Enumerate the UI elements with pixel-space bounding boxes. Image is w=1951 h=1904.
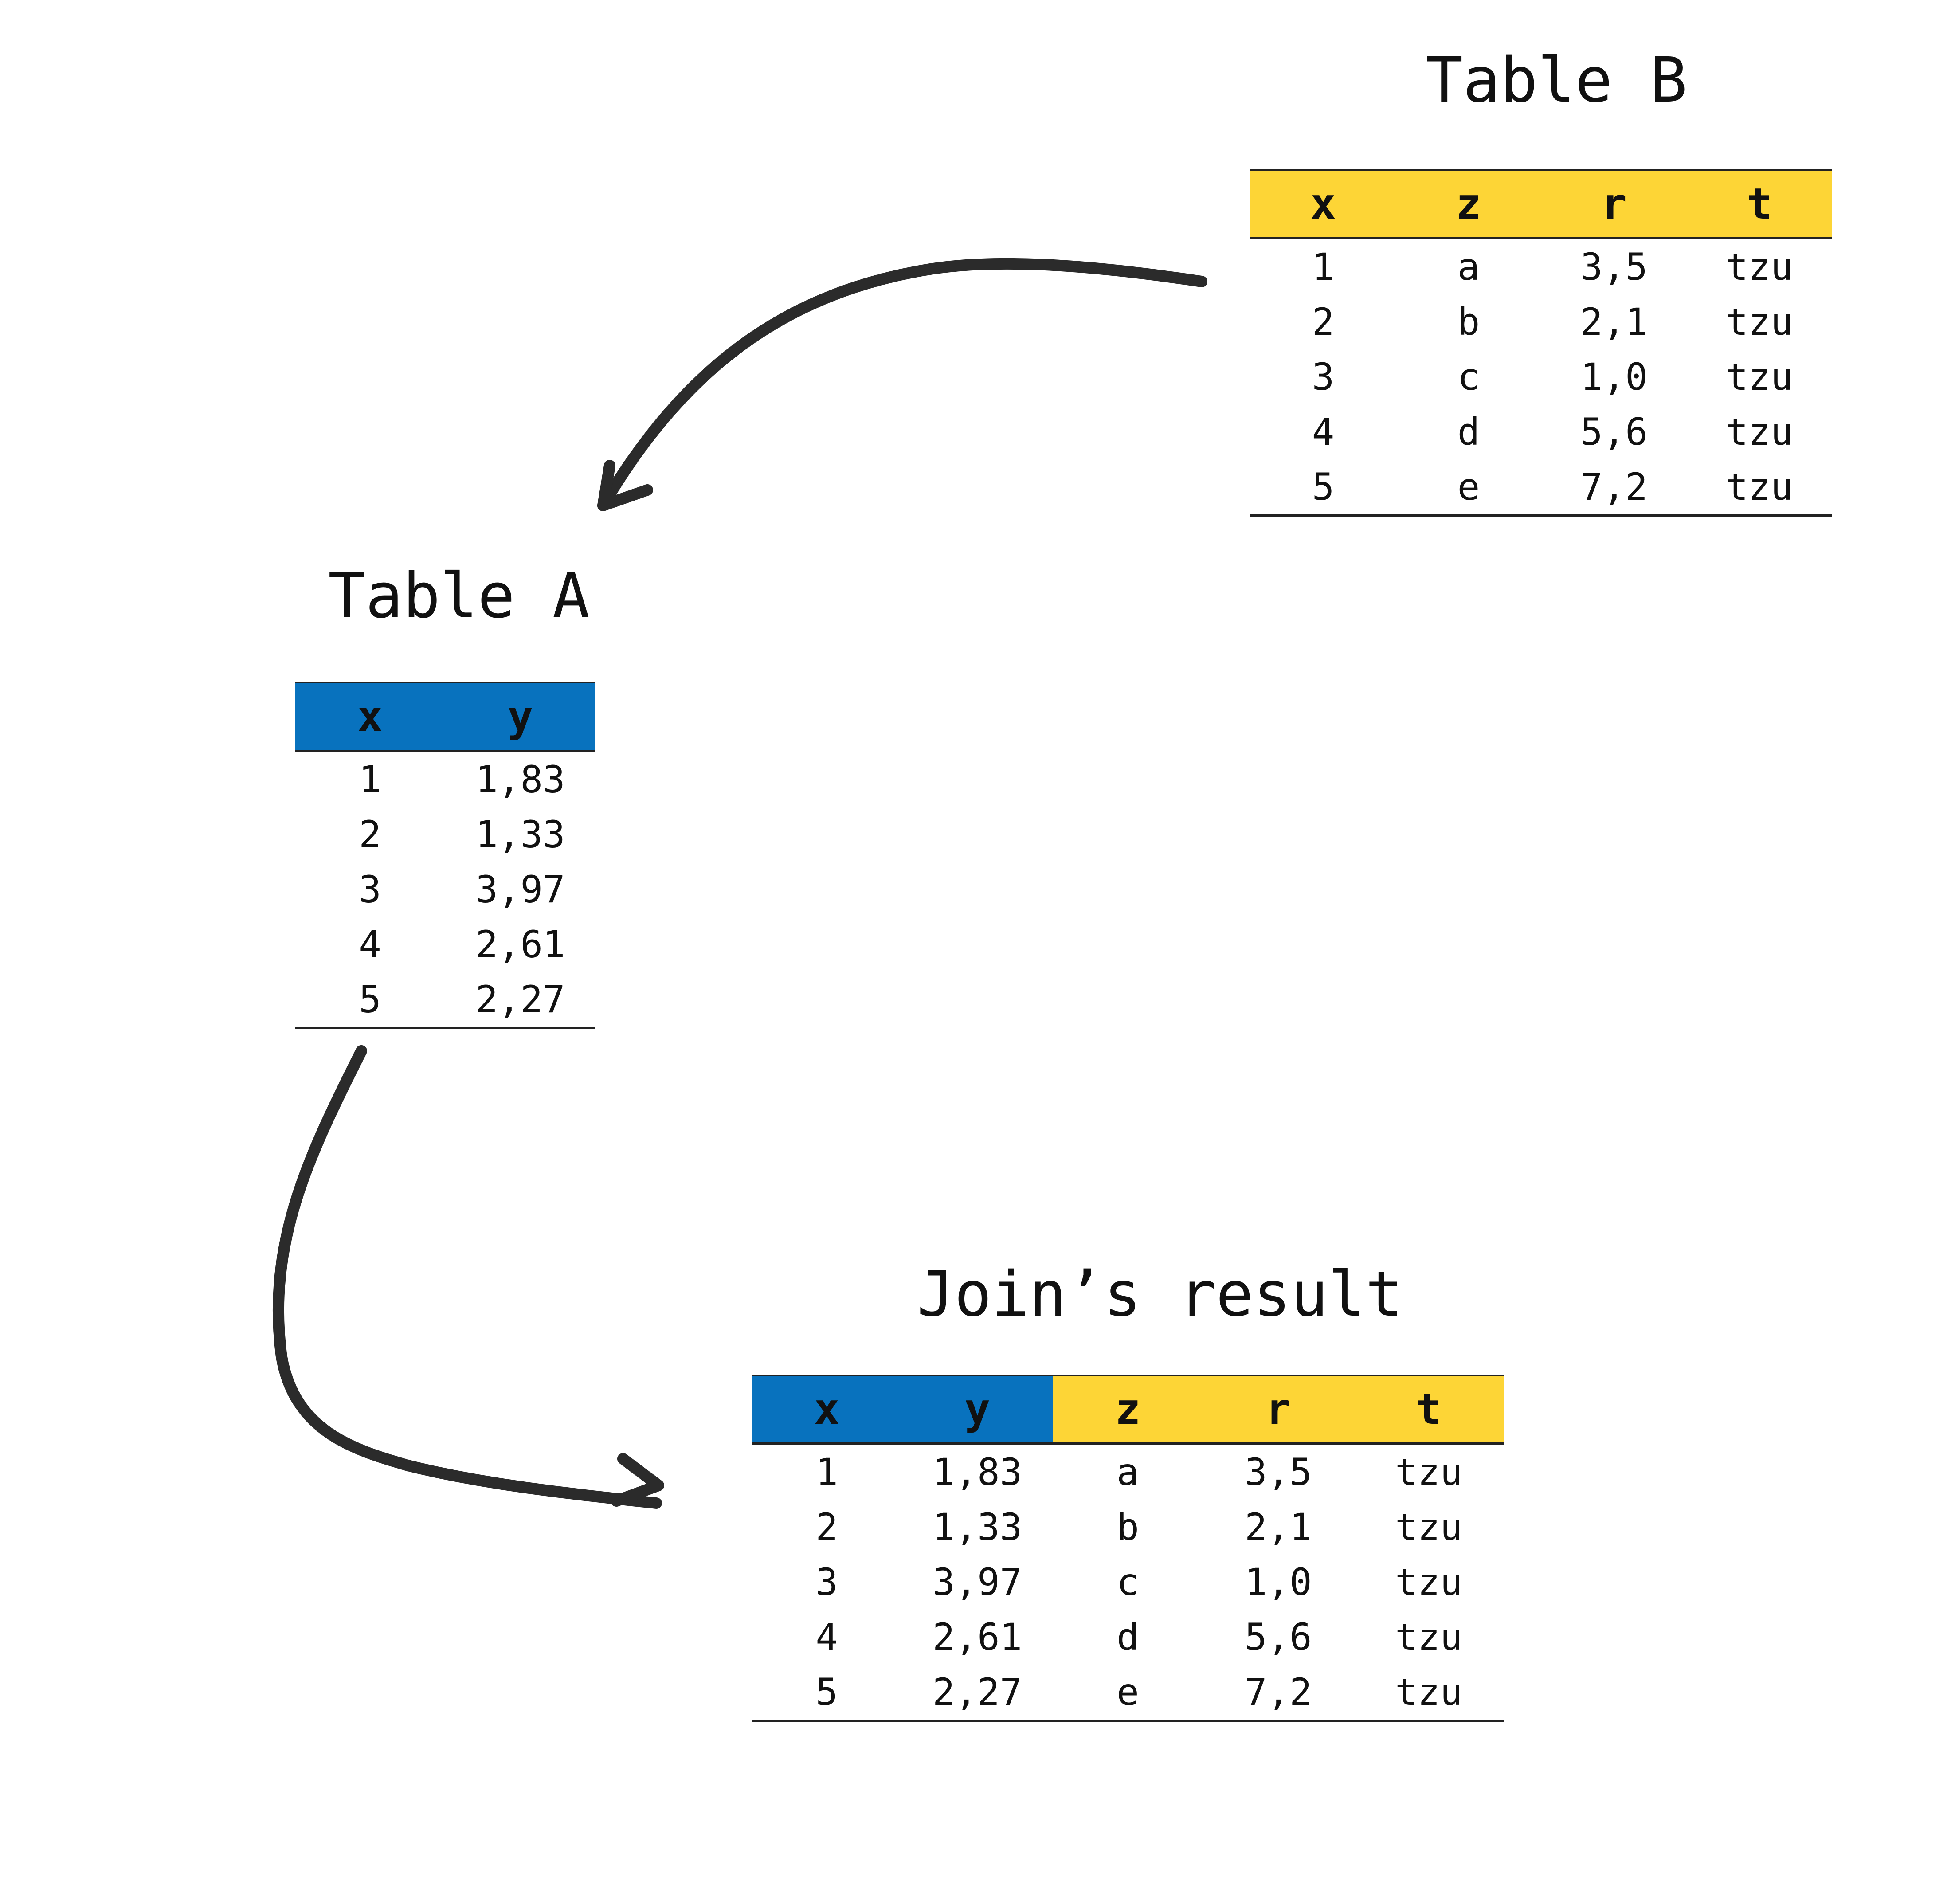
table-a-cell-y: 1,83 [475,758,565,801]
join-result-cell-t: tzu [1395,1450,1463,1494]
table-b-row: 2 b 2,1 tzu [1250,294,1832,349]
join-result-header-r: r [1203,1375,1354,1445]
table-a-title: Table A [328,560,590,632]
table-b-header-row: x z r t [1250,169,1832,239]
join-result-cell-r: 7,2 [1203,1665,1354,1722]
join-result-row: 4 2,61 d 5,6 tzu [752,1610,1504,1665]
table-b-cell-x: 4 [1312,410,1335,454]
table-a-cell-x: 4 [359,923,381,966]
join-result-cell-t: tzu [1395,1505,1463,1549]
table-b-cell-x: 3 [1312,355,1335,399]
table-a-cell-y: 2,61 [475,923,565,966]
join-result-header-row: x y z r t [752,1375,1504,1445]
table-b-row: 4 d 5,6 tzu [1250,404,1832,459]
table-a-cell-x: 2 [359,813,381,856]
table-b-cell-x: 2 [1312,300,1335,344]
join-result-cell-y: 2,61 [932,1615,1023,1659]
table-b-cell-x: 5 [1250,459,1396,517]
join-result-cell-z: b [1117,1505,1139,1549]
table-b-header-x: x [1250,169,1396,239]
arrow-table-a-to-join-result [272,1045,664,1509]
table-a-header-y: y [445,682,595,752]
join-result-cell-t: tzu [1395,1560,1463,1604]
table-a-cell-x: 5 [295,972,445,1029]
join-result-cell-y: 3,97 [932,1560,1023,1604]
table-b-header-r: r [1541,169,1687,239]
table-b-cell-t: tzu [1726,300,1793,344]
join-result-cell-z: a [1117,1450,1139,1494]
join-result-cell-z: e [1052,1665,1203,1722]
join-result-cell-r: 5,6 [1245,1615,1312,1659]
table-b-header-t: t [1687,169,1832,239]
join-result-row: 2 1,33 b 2,1 tzu [752,1500,1504,1555]
join-result-cell-r: 3,5 [1245,1450,1312,1494]
join-result-header-y: y [902,1375,1053,1445]
arrow-table-b-to-table-a [597,258,1207,511]
table-b-cell-x: 1 [1312,245,1335,289]
table-a-cell-y: 2,27 [445,972,595,1029]
join-result-cell-r: 2,1 [1245,1505,1312,1549]
table-b-cell-z: b [1457,300,1480,344]
table-b-cell-z: d [1457,410,1480,454]
table-b-title: Table B [1426,44,1688,117]
join-result-header-t: t [1353,1375,1504,1445]
table-b-cell-z: e [1396,459,1541,517]
table-b-row: 1 a 3,5 tzu [1250,239,1832,295]
table-b-cell-t: tzu [1687,459,1832,517]
table-b-cell-r: 1,0 [1580,355,1648,399]
table-b-row: 3 c 1,0 tzu [1250,349,1832,404]
table-b-cell-r: 2,1 [1580,300,1648,344]
join-result-cell-t: tzu [1353,1665,1504,1722]
join-result-row: 3 3,97 c 1,0 tzu [752,1555,1504,1610]
table-b-cell-z: a [1457,245,1480,289]
table-b-cell-r: 7,2 [1541,459,1687,517]
join-result-cell-x: 1 [815,1450,838,1494]
table-a-cell-y: 1,33 [475,813,565,856]
table-b-cell-z: c [1457,355,1480,399]
join-result-cell-x: 2 [815,1505,838,1549]
join-result-cell-x: 3 [815,1560,838,1604]
join-result-cell-t: tzu [1395,1615,1463,1659]
join-result-table: x y z r t 1 1,83 a 3,5 tzu 2 1,33 b 2,1 tzu 3 3,97 c… [752,1375,1504,1722]
table-a-cell-x: 1 [359,758,381,801]
join-result-cell-x: 5 [752,1665,902,1722]
join-result-cell-y: 1,83 [932,1450,1023,1494]
join-result-cell-z: d [1117,1615,1139,1659]
join-result-title: Join’s result [917,1258,1403,1331]
join-result-cell-y: 2,27 [902,1665,1053,1722]
table-b-header-z: z [1396,169,1541,239]
join-result-header-z: z [1052,1375,1203,1445]
join-result-cell-y: 1,33 [932,1505,1023,1549]
join-result-header-x: x [752,1375,902,1445]
table-a-header-row: x y [295,682,595,752]
table-b-cell-r: 5,6 [1580,410,1648,454]
table-b-cell-t: tzu [1726,245,1793,289]
join-result-cell-z: c [1117,1560,1139,1604]
table-b-cell-t: tzu [1726,355,1793,399]
table-b-cell-t: tzu [1726,410,1793,454]
join-result-cell-r: 1,0 [1245,1560,1312,1604]
table-b: x z r t 1 a 3,5 tzu 2 b 2,1 tzu 3 c 1,0 tzu 4 d 5,6 tzu… [1250,169,1832,517]
join-result-row: 1 1,83 a 3,5 tzu [752,1444,1504,1500]
table-a-cell-x: 3 [359,868,381,911]
join-result-cell-x: 4 [815,1615,838,1659]
table-a-header-x: x [295,682,445,752]
table-b-cell-r: 3,5 [1580,245,1648,289]
table-a-cell-y: 3,97 [475,868,565,911]
